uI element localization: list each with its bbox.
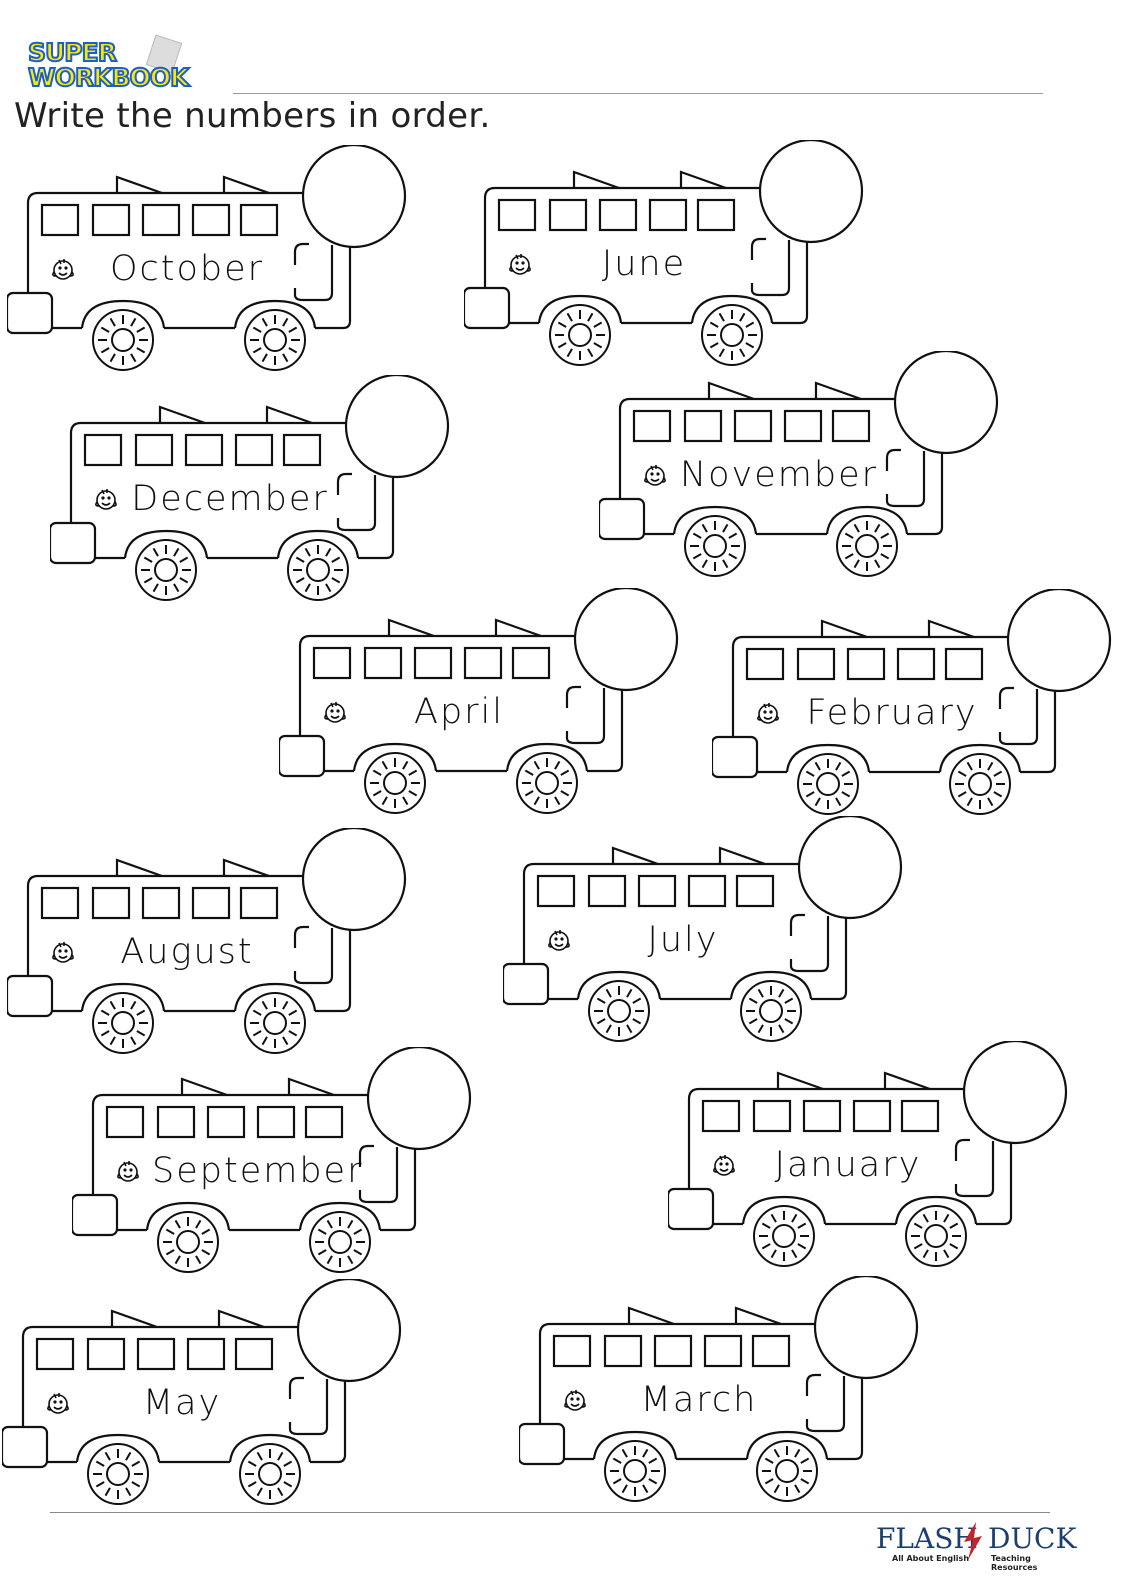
number-answer-circle[interactable]: [303, 1284, 395, 1376]
month-label: October: [109, 249, 265, 289]
bus-november: November: [599, 351, 1009, 586]
bus-january: January: [668, 1041, 1078, 1276]
bus-drawing: [72, 1047, 472, 1273]
flashduck-logo: FLASH DUCK All About English Teaching Re…: [876, 1522, 1076, 1582]
bus-april: April: [279, 588, 689, 823]
bus-drawing: [7, 145, 407, 371]
lightning-book-icon: [964, 1522, 982, 1560]
month-label: January: [774, 1145, 922, 1185]
bus-drawing: [519, 1276, 919, 1502]
instruction-title: Write the numbers in order.: [14, 96, 491, 136]
bus-december: December: [50, 375, 460, 610]
bus-july: July: [503, 816, 913, 1051]
footer-divider: [50, 1512, 1050, 1513]
month-label: June: [601, 244, 687, 284]
number-answer-circle[interactable]: [820, 1281, 912, 1373]
bus-march: March: [519, 1276, 929, 1511]
bus-drawing: [2, 1279, 402, 1505]
number-answer-circle[interactable]: [1013, 594, 1105, 686]
bus-february: February: [712, 589, 1122, 824]
name-line: [233, 93, 1043, 94]
logo-line-1: SUPER: [27, 38, 118, 67]
month-label: December: [131, 479, 329, 519]
bus-drawing: [7, 828, 407, 1054]
bus-drawing: [50, 375, 450, 601]
bus-september: September: [72, 1047, 482, 1282]
bus-drawing: [668, 1041, 1068, 1267]
number-answer-circle[interactable]: [900, 356, 992, 448]
number-answer-circle[interactable]: [351, 380, 443, 472]
logo-line-2: WORKBOOK: [27, 63, 190, 92]
bus-drawing: [712, 589, 1112, 815]
bus-drawing: [279, 588, 679, 814]
bus-drawing: [464, 140, 864, 366]
bus-may: May: [2, 1279, 412, 1514]
bus-october: October: [7, 145, 417, 380]
brand-right: DUCK: [988, 1522, 1077, 1555]
tagline-right: Teaching Resources: [991, 1554, 1038, 1572]
number-answer-circle[interactable]: [804, 821, 896, 913]
tagline-left: All About English: [892, 1554, 970, 1563]
month-label: May: [142, 1383, 222, 1423]
month-label: September: [152, 1151, 364, 1191]
month-label: August: [120, 932, 254, 972]
number-answer-circle[interactable]: [969, 1046, 1061, 1138]
number-answer-circle[interactable]: [308, 833, 400, 925]
number-answer-circle[interactable]: [308, 150, 400, 242]
number-answer-circle[interactable]: [580, 593, 672, 685]
month-label: February: [806, 693, 978, 733]
month-label: March: [640, 1380, 758, 1420]
number-answer-circle[interactable]: [373, 1052, 465, 1144]
bus-drawing: [503, 816, 903, 1042]
month-label: November: [679, 455, 879, 495]
super-workbook-logo: SUPER WORKBOOK: [27, 34, 218, 98]
month-label: July: [647, 920, 719, 960]
brand-left: FLASH: [876, 1522, 978, 1555]
bus-august: August: [7, 828, 417, 1063]
number-answer-circle[interactable]: [765, 145, 857, 237]
bus-drawing: [599, 351, 999, 577]
month-label: April: [414, 692, 504, 732]
bus-june: June: [464, 140, 874, 375]
